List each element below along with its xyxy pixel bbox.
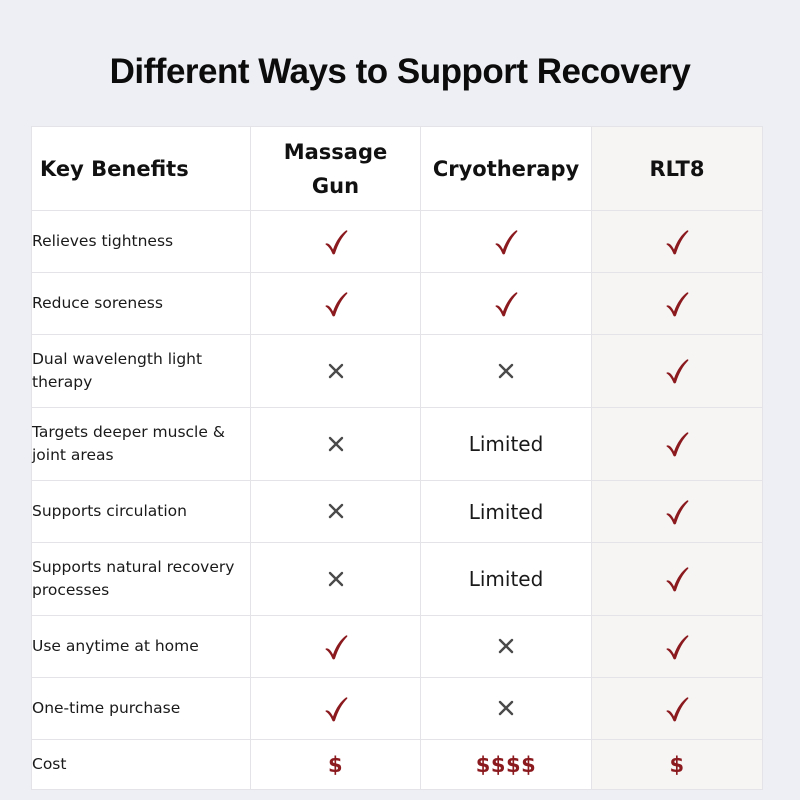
feature-label: Reduce soreness — [31, 272, 251, 335]
cross-icon — [327, 502, 345, 520]
feature-label: One-time purchase — [31, 677, 251, 740]
checkmark-icon — [493, 228, 519, 256]
checkmark-icon — [664, 633, 690, 661]
cell-massage-gun — [250, 480, 421, 543]
table-row: Cost$$$$$$ — [31, 739, 763, 790]
cell-rlt8 — [591, 334, 763, 408]
header-massage-gun-label: Massage Gun — [283, 139, 388, 198]
checkmark-icon — [323, 290, 349, 318]
header-row: Key Benefits Massage Gun Cryotherapy RLT… — [31, 126, 763, 211]
cell-cryotherapy: Limited — [420, 480, 592, 543]
feature-label: Cost — [31, 739, 251, 790]
cell-massage-gun — [250, 677, 421, 740]
header-rlt8: RLT8 — [591, 126, 763, 211]
checkmark-icon — [664, 228, 690, 256]
checkmark-icon — [664, 498, 690, 526]
cross-icon — [327, 362, 345, 380]
feature-label: Dual wavelength light therapy — [31, 334, 251, 408]
table-row: Use anytime at home — [31, 615, 763, 678]
cell-massage-gun — [250, 210, 421, 273]
cell-massage-gun — [250, 334, 421, 408]
header-key-benefits: Key Benefits — [31, 126, 251, 211]
cell-cryotherapy — [420, 210, 592, 273]
cell-rlt8 — [591, 542, 763, 616]
cell-rlt8 — [591, 480, 763, 543]
checkmark-icon — [493, 290, 519, 318]
table-row: Dual wavelength light therapy — [31, 334, 763, 408]
checkmark-icon — [323, 633, 349, 661]
cell-cryotherapy — [420, 272, 592, 335]
table-row: Relieves tightness — [31, 210, 763, 273]
cell-massage-gun — [250, 542, 421, 616]
cell-cryotherapy — [420, 615, 592, 678]
cell-cryotherapy: Limited — [420, 407, 592, 481]
comparison-table: Key Benefits Massage Gun Cryotherapy RLT… — [31, 126, 763, 790]
checkmark-icon — [323, 228, 349, 256]
cell-rlt8 — [591, 615, 763, 678]
cross-icon — [497, 637, 515, 655]
cost-value: $$$$ — [475, 752, 537, 777]
feature-label: Use anytime at home — [31, 615, 251, 678]
cell-rlt8 — [591, 407, 763, 481]
checkmark-icon — [664, 695, 690, 723]
cell-cryotherapy: Limited — [420, 542, 592, 616]
cross-icon — [497, 699, 515, 717]
cross-icon — [327, 435, 345, 453]
limited-text: Limited — [468, 499, 544, 524]
cell-rlt8: $ — [591, 739, 763, 790]
cell-cryotherapy — [420, 334, 592, 408]
cell-massage-gun — [250, 615, 421, 678]
cost-value: $ — [669, 752, 685, 777]
cell-cryotherapy: $$$$ — [420, 739, 592, 790]
cell-massage-gun: $ — [250, 739, 421, 790]
cross-icon — [327, 570, 345, 588]
table-row: Reduce soreness — [31, 272, 763, 335]
cross-icon — [497, 362, 515, 380]
feature-label: Targets deeper muscle & joint areas — [31, 407, 251, 481]
limited-text: Limited — [468, 567, 544, 591]
feature-label: Supports circulation — [31, 480, 251, 543]
cell-rlt8 — [591, 272, 763, 335]
table-row: Targets deeper muscle & joint areas Limit… — [31, 407, 763, 481]
cell-rlt8 — [591, 210, 763, 273]
checkmark-icon — [323, 695, 349, 723]
feature-label: Relieves tightness — [31, 210, 251, 273]
limited-text: Limited — [468, 432, 544, 456]
cell-rlt8 — [591, 677, 763, 740]
checkmark-icon — [664, 290, 690, 318]
checkmark-icon — [664, 430, 690, 458]
feature-label: Supports natural recovery processes — [31, 542, 251, 616]
cost-value: $ — [327, 752, 344, 777]
cell-massage-gun — [250, 272, 421, 335]
cell-massage-gun — [250, 407, 421, 481]
header-massage-gun: Massage Gun — [250, 126, 421, 211]
checkmark-icon — [664, 357, 690, 385]
table-row: One-time purchase — [31, 677, 763, 740]
table-row: Supports circulation Limited — [31, 480, 763, 543]
cell-cryotherapy — [420, 677, 592, 740]
page-title: Different Ways to Support Recovery — [109, 52, 691, 91]
header-cryotherapy: Cryotherapy — [420, 126, 592, 211]
table-row: Supports natural recovery processes Limit… — [31, 542, 763, 616]
checkmark-icon — [664, 565, 690, 593]
